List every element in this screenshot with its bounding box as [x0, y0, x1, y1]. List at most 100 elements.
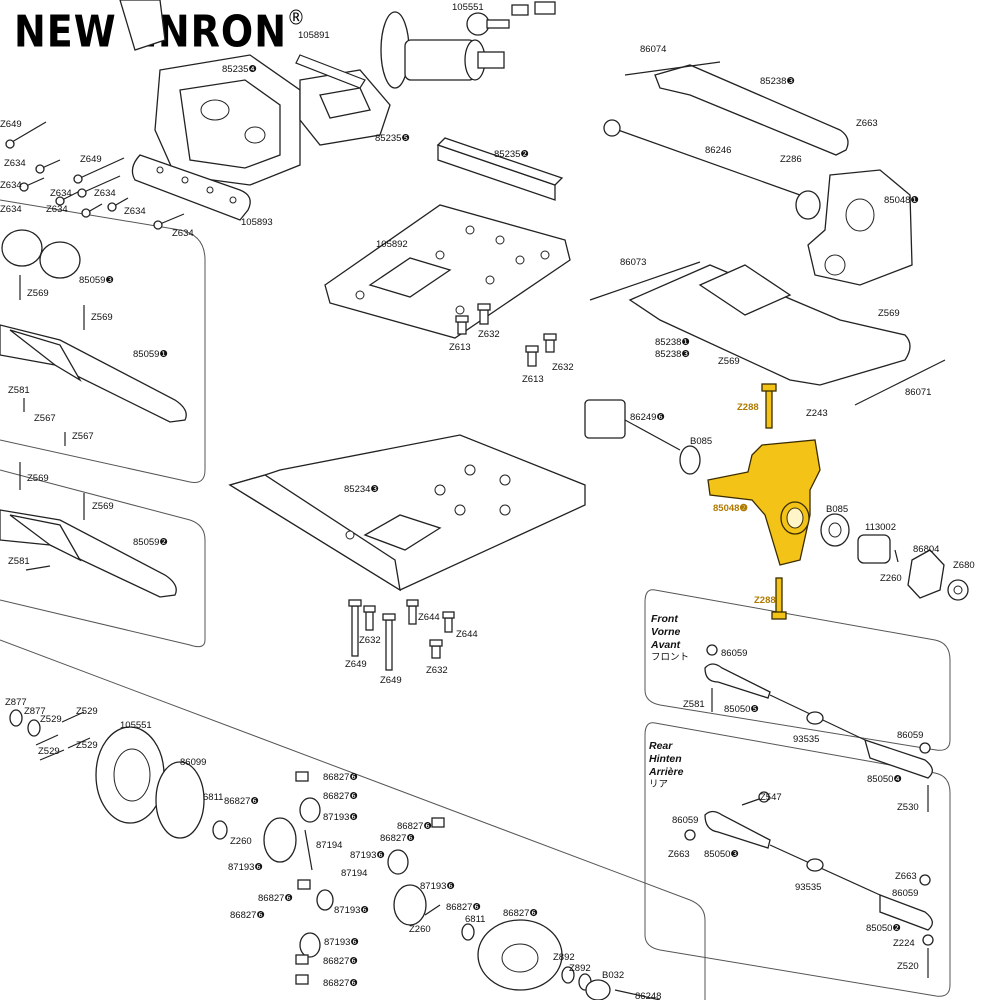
- front-turnbuckle-part: [704, 644, 933, 812]
- label-Z632d: Z632: [426, 665, 448, 676]
- label-86099: 86099: [180, 757, 206, 768]
- label-85050d: 85050❷: [866, 923, 901, 934]
- label-Z634g: Z634: [124, 206, 146, 217]
- left-pins: [19, 275, 85, 571]
- label-Z634c: Z634: [50, 188, 72, 199]
- label-Z529b: Z529: [76, 706, 98, 717]
- label-85050a: 85050❺: [724, 704, 759, 715]
- label-Z877a: Z877: [5, 697, 27, 708]
- label-Z288a-highlighted: Z288: [737, 402, 759, 413]
- suspension-brace-part: [131, 154, 251, 221]
- label-105551b: 105551: [120, 720, 152, 731]
- rear-hub-carrier-part: [807, 169, 913, 286]
- label-85235b: 85235❺: [375, 133, 410, 144]
- label-86827h: 86827❻: [446, 902, 481, 913]
- label-85238a: 85238❸: [760, 76, 795, 87]
- label-Z632b: Z632: [552, 362, 574, 373]
- left-upper-group-outline: [0, 199, 206, 483]
- rear-group-heading-3: Arrière: [648, 766, 684, 778]
- registered-mark: ®: [287, 6, 307, 31]
- label-Z649b: Z649: [80, 154, 102, 165]
- label-Z632c: Z632: [359, 635, 381, 646]
- label-Z530: Z530: [897, 802, 919, 813]
- label-105893: 105893: [241, 217, 273, 228]
- label-86804: 86804: [913, 544, 939, 555]
- label-87194b: 87194: [341, 868, 367, 879]
- label-Z632a: Z632: [478, 329, 500, 340]
- small-washers-left: [9, 709, 91, 761]
- label-Z649a: Z649: [0, 119, 22, 130]
- label-Z288b-highlighted: Z288: [754, 595, 776, 606]
- label-85048b-highlighted: 85048❷: [713, 503, 748, 514]
- label-86248: 86248: [635, 991, 661, 1000]
- label-85050c: 85050❸: [704, 849, 739, 860]
- label-Z224: Z224: [893, 938, 915, 949]
- label-Z286: Z286: [780, 154, 802, 165]
- label-85235a: 85235❹: [222, 64, 257, 75]
- label-86827k: 86827❻: [323, 978, 358, 989]
- front-group-heading-4: フロント: [651, 652, 689, 663]
- label-85059b: 85059❶: [133, 349, 168, 360]
- label-86071: 86071: [905, 387, 931, 398]
- label-Z569f: Z569: [92, 501, 114, 512]
- label-Z663b: Z663: [668, 849, 690, 860]
- label-86059c: 86059: [672, 815, 698, 826]
- label-6811a: 6811: [203, 792, 223, 803]
- label-Z243: Z243: [806, 408, 828, 419]
- label-Z569c: Z569: [27, 473, 49, 484]
- label-Z649c: Z649: [345, 659, 367, 670]
- label-B085b: B085: [826, 504, 848, 515]
- label-87194a: 87194: [316, 840, 342, 851]
- differential-group-outline: [0, 639, 706, 1000]
- diff-case-part: [477, 919, 661, 1000]
- label-Z569b: Z569: [91, 312, 113, 323]
- label-Z569e: Z569: [718, 356, 740, 367]
- label-86059a: 86059: [721, 648, 747, 659]
- label-85048a: 85048❶: [884, 195, 919, 206]
- label-86827c: 86827❻: [323, 791, 358, 802]
- rear-linkage-group-outline: [644, 722, 951, 997]
- rear-driveshaft-part: [603, 119, 821, 220]
- bulkhead-bar-part: [436, 137, 564, 201]
- rear-group-heading-4: リア: [649, 779, 668, 790]
- label-Z613b: Z613: [522, 374, 544, 385]
- label-Z581a: Z581: [8, 385, 30, 396]
- label-Z892b: Z892: [569, 963, 591, 974]
- label-Z529c: Z529: [38, 746, 60, 757]
- label-B085a: B085: [690, 436, 712, 447]
- bearings-and-hub-parts: [820, 513, 969, 601]
- label-86827g: 86827❻: [230, 910, 265, 921]
- label-Z520: Z520: [897, 961, 919, 972]
- label-86249: 86249❻: [630, 412, 665, 423]
- label-86827j: 86827❻: [323, 956, 358, 967]
- left-lower-group-outline: [0, 469, 206, 648]
- label-86827b: 86827❻: [323, 772, 358, 783]
- label-Z260b: Z260: [230, 836, 252, 847]
- label-105891: 105891: [298, 30, 330, 41]
- label-Z567a: Z567: [34, 413, 56, 424]
- label-Z260a: Z260: [880, 573, 902, 584]
- label-Z581c: Z581: [683, 699, 705, 710]
- label-85238b: 85238❶: [655, 337, 690, 348]
- label-Z663a: Z663: [856, 118, 878, 129]
- label-105892: 105892: [376, 239, 408, 250]
- label-105551a: 105551: [452, 2, 484, 13]
- label-Z644b: Z644: [456, 629, 478, 640]
- label-Z569a: Z569: [27, 288, 49, 299]
- label-Z877b: Z877: [24, 706, 46, 717]
- label-86827a: 86827❻: [224, 796, 259, 807]
- label-113002: 113002: [865, 522, 896, 533]
- plate-screws: [455, 303, 557, 367]
- front-group-heading-1: Front: [651, 613, 678, 625]
- label-86827d: 86827❻: [397, 821, 432, 832]
- label-86827i: 86827❻: [503, 908, 538, 919]
- label-Z644a: Z644: [418, 612, 440, 623]
- diff-gear-stack: [212, 771, 475, 985]
- label-87193c: 87193❻: [350, 850, 385, 861]
- pinion-gear-part: [466, 1, 556, 36]
- label-Z581b: Z581: [8, 556, 30, 567]
- label-Z567b: Z567: [72, 431, 94, 442]
- skid-screws: [348, 599, 455, 671]
